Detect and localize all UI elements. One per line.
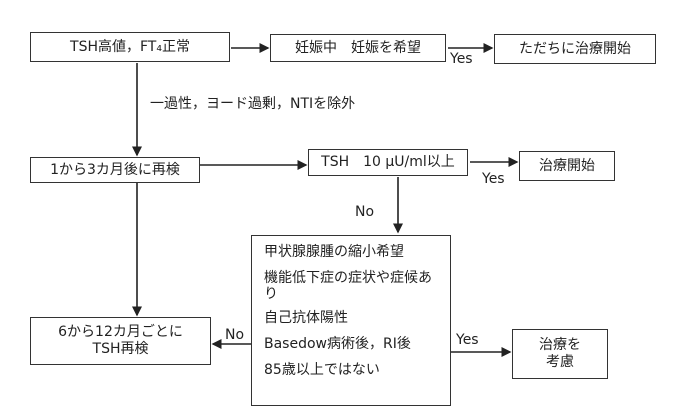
- periodic-recheck-line1: 6から12カ月ごとに: [58, 324, 183, 340]
- edge-label-yes-criteria: Yes: [456, 332, 479, 348]
- periodic-recheck-line2: TSH再検: [92, 341, 149, 357]
- tsh-condition-node-label: TSH 10 μU/ml以上: [321, 154, 455, 170]
- start-node-label: TSH高値，FT₄正常: [70, 38, 190, 55]
- consider-treatment-line2: 考慮: [546, 354, 574, 370]
- pregnancy-node: 妊娠中 妊娠を希望: [270, 34, 446, 62]
- recheck-node: 1から3カ月後に再検: [30, 157, 200, 183]
- periodic-recheck-node: 6から12カ月ごとに TSH再検: [30, 317, 211, 365]
- tsh-condition-node: TSH 10 μU/ml以上: [308, 149, 468, 176]
- treat-now-node-label: ただちに治療開始: [519, 40, 631, 57]
- criteria-item: 85歳以上ではない: [264, 362, 380, 378]
- consider-treatment-line1: 治療を: [539, 337, 581, 353]
- pregnancy-node-label: 妊娠中 妊娠を希望: [295, 39, 421, 56]
- recheck-node-label: 1から3カ月後に再検: [50, 161, 180, 178]
- treat-start-node-label: 治療開始: [539, 157, 595, 174]
- treat-start-node: 治療開始: [519, 151, 615, 181]
- criteria-box: 甲状腺腺腫の縮小希望 機能低下症の症状や症候あり 自己抗体陽性 Basedow病…: [251, 235, 451, 406]
- treat-now-node: ただちに治療開始: [494, 34, 656, 64]
- edge-label-yes-tsh: Yes: [482, 171, 505, 187]
- edge-label-yes-pregnancy: Yes: [450, 51, 473, 67]
- consider-treatment-node: 治療を 考慮: [512, 329, 608, 379]
- criteria-item: 甲状腺腺腫の縮小希望: [264, 244, 404, 260]
- criteria-item: 自己抗体陽性: [264, 310, 348, 326]
- edge-label-no-criteria: No: [225, 327, 245, 343]
- criteria-item: Basedow病術後，RI後: [264, 336, 411, 352]
- criteria-item: 機能低下症の症状や症候あり: [264, 270, 432, 302]
- edge-label-no-tsh: No: [355, 204, 375, 220]
- start-node: TSH高値，FT₄正常: [30, 32, 230, 62]
- exclusion-note: 一過性，ヨード過剰，NTIを除外: [150, 96, 356, 112]
